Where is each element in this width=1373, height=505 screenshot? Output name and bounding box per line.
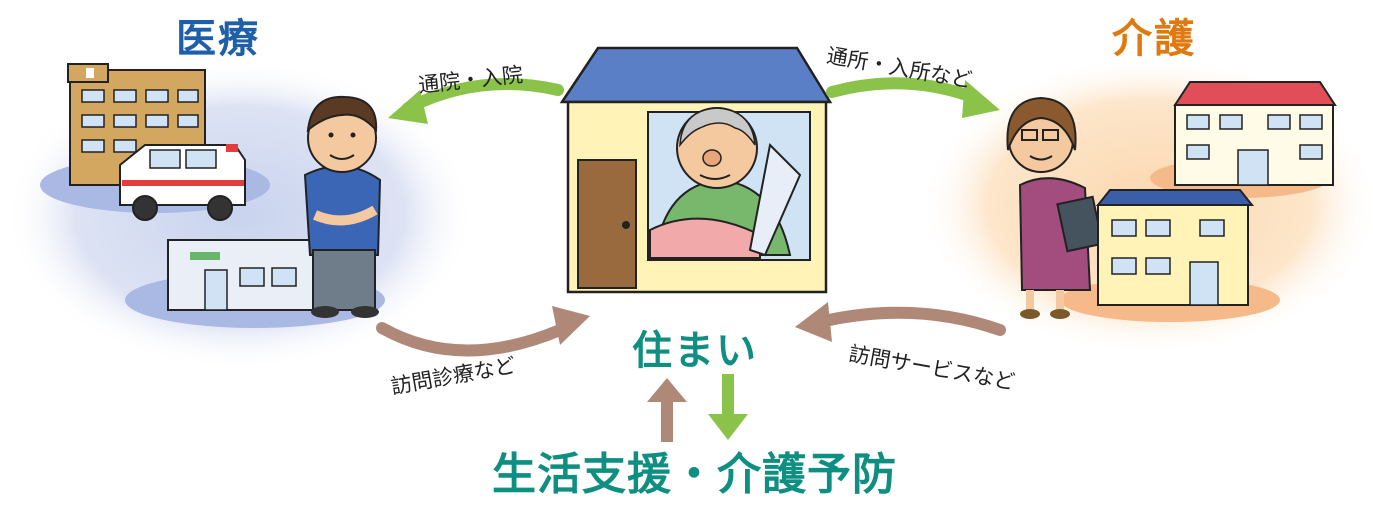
care-worker-icon bbox=[1006, 96, 1104, 319]
care-facility-icon bbox=[1095, 81, 1337, 306]
arrow-up bbox=[647, 378, 687, 442]
arrow-outpatient bbox=[402, 78, 564, 114]
arrow-homevisit-medical bbox=[376, 322, 566, 357]
clinic-icon bbox=[167, 239, 324, 311]
arrow-daycare bbox=[826, 77, 981, 104]
care-title: 介護 bbox=[1112, 16, 1196, 62]
support-title: 生活支援・介護予防 bbox=[492, 449, 897, 500]
ambulance-icon bbox=[119, 144, 246, 221]
doctor-icon bbox=[303, 95, 382, 318]
arrow-down bbox=[708, 374, 748, 440]
medical-title: 医療 bbox=[176, 16, 260, 62]
arrow-homevisit-care bbox=[814, 306, 1006, 336]
home-title: 住まい bbox=[632, 328, 758, 374]
elderly-man-icon bbox=[649, 107, 802, 259]
